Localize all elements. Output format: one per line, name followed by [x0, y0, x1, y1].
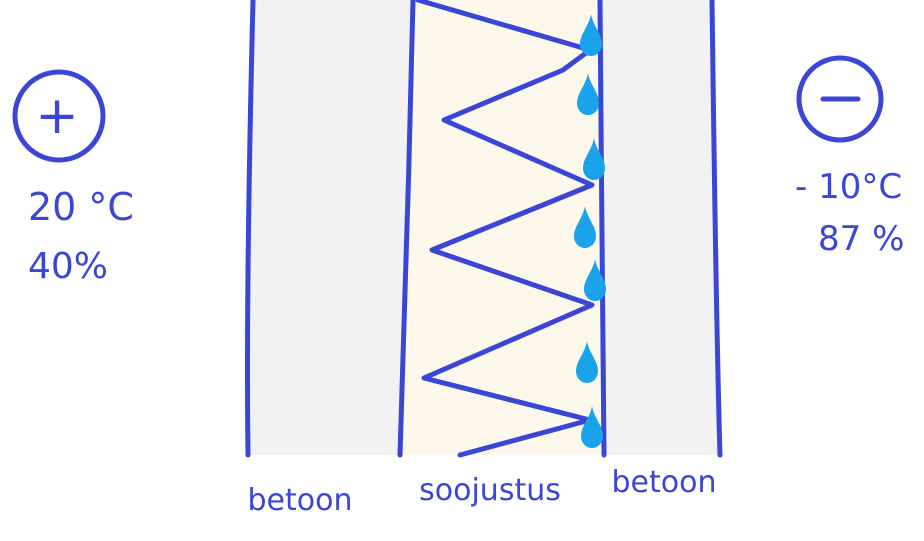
- water-droplet-icon: [574, 206, 596, 248]
- outside-temperature: - 10°C: [795, 167, 902, 207]
- water-droplet-icon: [583, 138, 605, 180]
- water-droplet-icon: [584, 259, 606, 301]
- wall-line-insulation-right: [597, 0, 607, 458]
- plus-symbol: +: [35, 86, 79, 146]
- plus-icon: [12, 69, 106, 163]
- water-droplet-icon: [581, 406, 603, 448]
- concrete-layer-left: [248, 0, 412, 455]
- inside-conditions: + 20 °C 40%: [12, 69, 134, 287]
- layer-label-left: betoon: [248, 483, 353, 518]
- layer-label-right: betoon: [612, 465, 717, 500]
- wall-line-outer-left: [244, 0, 256, 458]
- minus-icon: [796, 55, 884, 143]
- wall-line-outer-right: [709, 0, 723, 458]
- concrete-layer-right: [600, 0, 720, 455]
- layer-label-middle: soojustus: [419, 473, 561, 508]
- condensation-droplets: [574, 14, 606, 448]
- water-droplet-icon: [576, 341, 598, 383]
- outside-humidity: 87 %: [818, 219, 904, 259]
- insulation-zigzag: [415, 0, 595, 458]
- inside-temperature: 20 °C: [28, 185, 134, 229]
- inside-humidity: 40%: [28, 246, 108, 287]
- insulation-layer: [400, 0, 602, 455]
- outside-conditions: - 10°C 87 %: [795, 55, 904, 259]
- wall-line-insulation-left: [397, 0, 416, 458]
- water-droplet-icon: [580, 14, 602, 56]
- water-droplet-icon: [577, 73, 599, 115]
